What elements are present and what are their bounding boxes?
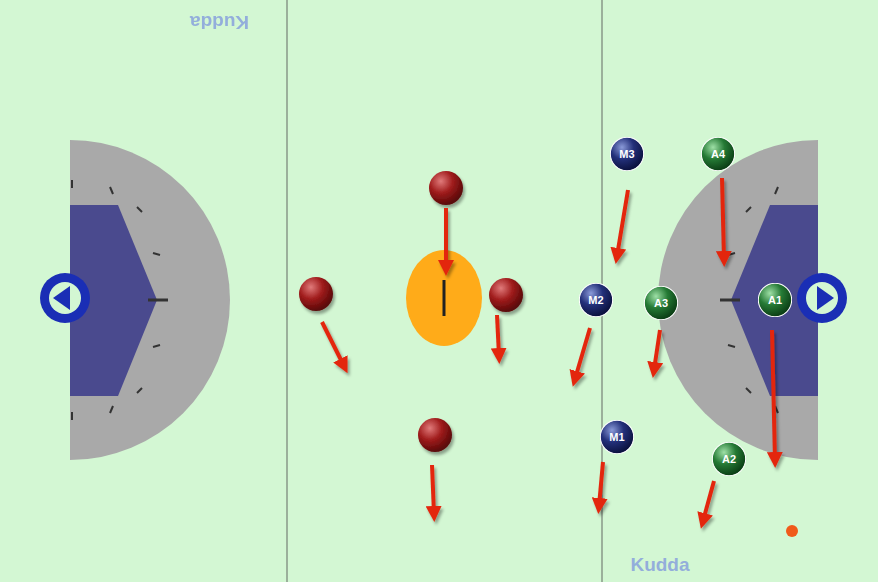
player-label: A2: [722, 454, 736, 465]
player-label: A1: [768, 295, 782, 306]
player-marker: M1: [600, 420, 634, 454]
player-label: A3: [654, 298, 668, 309]
player-marker: M3: [610, 137, 644, 171]
player-marker: M2: [579, 283, 613, 317]
player-label: A4: [711, 149, 725, 160]
player-marker: A3: [644, 286, 678, 320]
player-label: M2: [588, 295, 603, 306]
player-marker: A1: [758, 283, 792, 317]
watermark: Kudda: [190, 11, 249, 33]
watermark: Kudda: [630, 554, 689, 576]
player-marker: A2: [712, 442, 746, 476]
player-label: M1: [609, 432, 624, 443]
player-marker: A4: [701, 137, 735, 171]
player-label: M3: [619, 149, 634, 160]
